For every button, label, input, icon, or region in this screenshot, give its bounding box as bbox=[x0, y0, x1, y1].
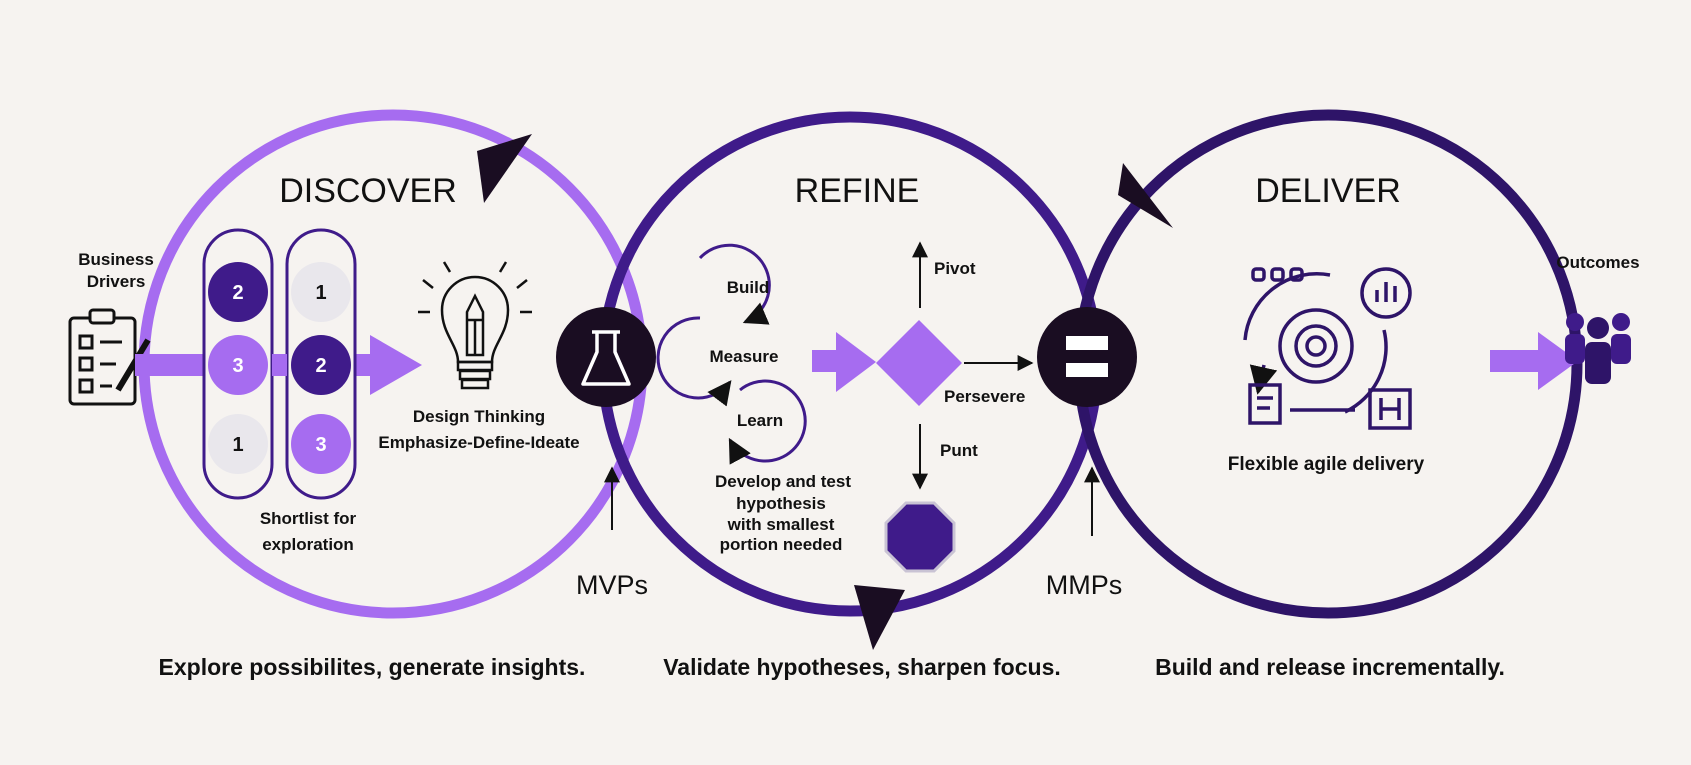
left-priority-3-number: 1 bbox=[232, 434, 243, 456]
deliver-flow-arrowhead bbox=[1538, 332, 1578, 390]
agile-delivery-label: Flexible agile delivery bbox=[1228, 454, 1425, 475]
pivot-label: Pivot bbox=[934, 259, 976, 278]
left-priority-2-number: 3 bbox=[232, 355, 243, 377]
refine-flow-arrowhead bbox=[836, 332, 876, 392]
loop-build-label: Build bbox=[727, 278, 770, 297]
outcomes-label: Outcomes bbox=[1556, 253, 1639, 272]
phase-title-deliver: DELIVER bbox=[1255, 172, 1401, 210]
left-priority-1-number: 2 bbox=[232, 282, 243, 304]
discover-direction-arrowhead bbox=[477, 134, 532, 203]
right-priority-3 bbox=[291, 414, 351, 474]
left-priority-3 bbox=[208, 414, 268, 474]
people-group-icon bbox=[1565, 313, 1631, 384]
mvp-gate bbox=[556, 307, 656, 407]
right-priority-3-number: 3 bbox=[315, 434, 326, 456]
persevere-label: Persevere bbox=[944, 387, 1025, 406]
refine-note-line4: portion needed bbox=[720, 535, 843, 554]
discover-flow-arrowhead bbox=[370, 335, 422, 395]
business-drivers-label-line2: Drivers bbox=[87, 272, 146, 291]
refine-direction-arrowhead bbox=[854, 585, 905, 650]
refine-caption: Validate hypotheses, sharpen focus. bbox=[663, 654, 1061, 680]
discover-flow-through bbox=[272, 354, 287, 376]
right-priority-2-number: 2 bbox=[315, 355, 326, 377]
decision-diamond bbox=[876, 320, 962, 406]
business-drivers-label-line1: Business bbox=[78, 250, 154, 269]
equals-bar-bottom bbox=[1066, 363, 1108, 377]
mmp-label: MMPs bbox=[1046, 570, 1123, 600]
deliver-caption: Build and release incrementally. bbox=[1155, 654, 1505, 680]
agile-delivery-icon bbox=[1243, 267, 1412, 430]
refine-note-line2: hypothesis bbox=[736, 494, 826, 513]
phase-title-discover: DISCOVER bbox=[279, 172, 457, 210]
left-priority-1 bbox=[208, 262, 268, 322]
mmp-gate bbox=[1037, 307, 1137, 407]
right-priority-2 bbox=[291, 335, 351, 395]
right-priority-1-number: 1 bbox=[315, 282, 326, 304]
loop-measure-label: Measure bbox=[710, 347, 779, 366]
punt-label: Punt bbox=[940, 441, 978, 460]
refine-flow-bar bbox=[812, 350, 840, 372]
left-priority-2 bbox=[208, 335, 268, 395]
build-measure-learn-loop bbox=[656, 243, 807, 465]
stop-octagon-icon bbox=[884, 501, 956, 573]
mvp-label: MVPs bbox=[576, 570, 648, 600]
design-thinking-steps: Emphasize-Define-Ideate bbox=[378, 433, 579, 452]
discover-caption: Explore possibilites, generate insights. bbox=[159, 654, 586, 680]
refine-note-line1: Develop and test bbox=[715, 472, 851, 491]
flask-icon bbox=[581, 330, 631, 386]
shortlist-label-line2: exploration bbox=[262, 535, 354, 554]
equals-bar-top bbox=[1066, 336, 1108, 350]
right-priority-1 bbox=[291, 262, 351, 322]
phase-title-refine: REFINE bbox=[795, 172, 920, 210]
deliver-flow-bar bbox=[1490, 350, 1540, 372]
deliver-direction-arrowhead bbox=[1118, 163, 1173, 228]
design-thinking-label: Design Thinking bbox=[413, 407, 545, 426]
lightbulb-pencil-icon bbox=[418, 261, 532, 390]
shortlist-label-line1: Shortlist for bbox=[260, 509, 357, 528]
refine-note-line3: with smallest bbox=[727, 515, 835, 534]
loop-learn-label: Learn bbox=[737, 411, 783, 430]
